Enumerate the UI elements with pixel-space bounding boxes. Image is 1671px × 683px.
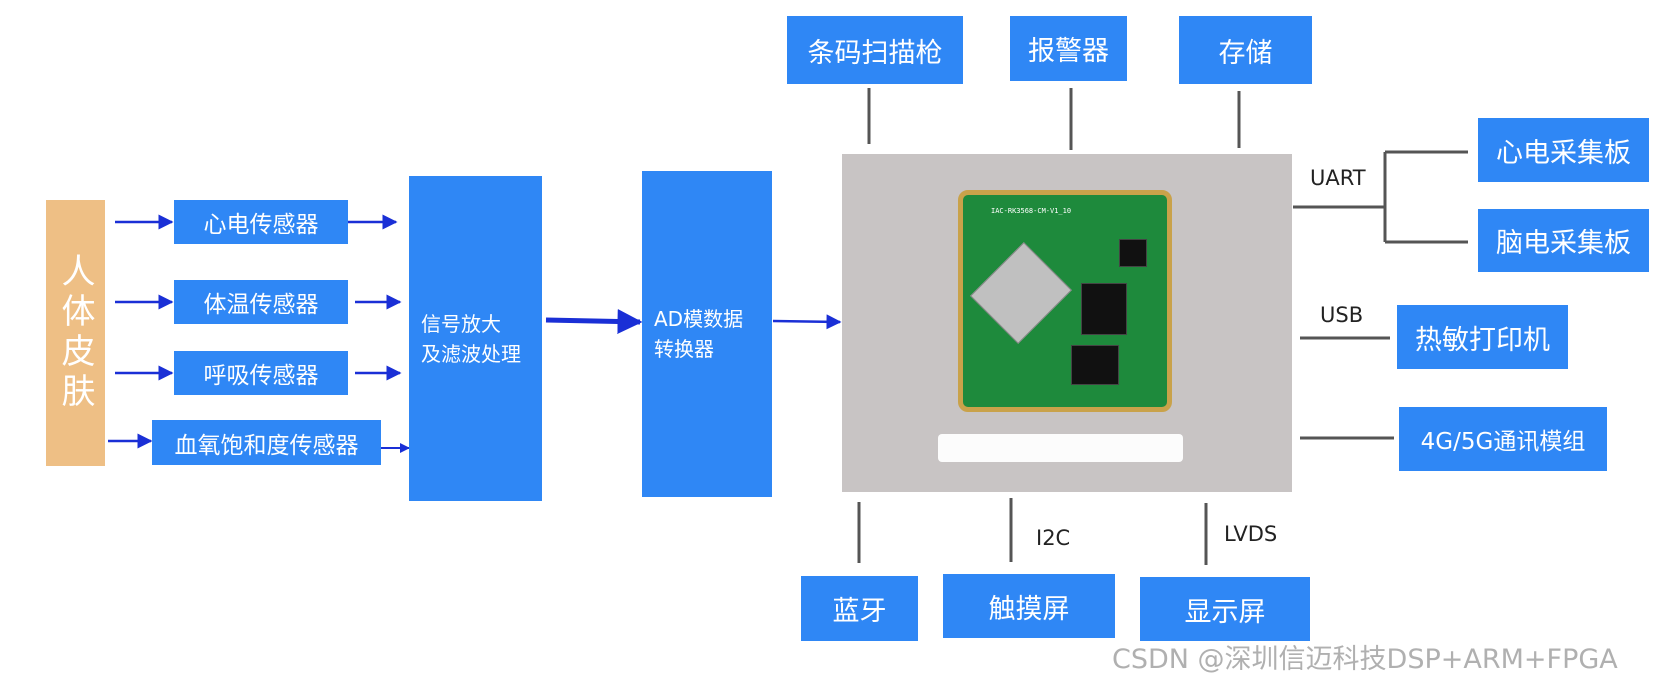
interface-label-usb: USB bbox=[1320, 303, 1364, 327]
adc-line-2: 转换器 bbox=[654, 337, 714, 361]
peripheral-barcode-scanner: 条码扫描枪 bbox=[787, 16, 963, 84]
pcb-silkscreen: IAC-RK3568-CM-V1_10 bbox=[991, 207, 1072, 215]
adc-line-1: AD模数据 bbox=[654, 307, 744, 331]
peripheral-thermal-printer: 热敏打印机 bbox=[1397, 305, 1568, 369]
interface-label-lvds: LVDS bbox=[1224, 522, 1278, 546]
peripheral-bluetooth: 蓝牙 bbox=[801, 576, 918, 641]
sensor-respiration: 呼吸传感器 bbox=[174, 351, 348, 395]
interface-label-uart: UART bbox=[1310, 166, 1366, 190]
peripheral-storage: 存储 bbox=[1179, 16, 1312, 84]
peripheral-eeg-board: 脑电采集板 bbox=[1478, 209, 1649, 272]
sensor-temperature: 体温传感器 bbox=[174, 280, 348, 324]
adc-block: AD模数据 转换器 bbox=[642, 171, 772, 497]
amplifier-filter-block: 信号放大 及滤波处理 bbox=[409, 176, 542, 501]
sensor-spo2: 血氧饱和度传感器 bbox=[152, 420, 381, 465]
peripheral-display: 显示屏 bbox=[1140, 577, 1310, 641]
peripheral-alarm: 报警器 bbox=[1010, 16, 1127, 81]
watermark: CSDN @深圳信迈科技DSP+ARM+FPGA bbox=[1112, 644, 1618, 675]
soc-chip bbox=[970, 242, 1072, 344]
peripheral-touchscreen: 触摸屏 bbox=[943, 574, 1115, 638]
pmic-chip bbox=[1119, 239, 1147, 267]
amplifier-line-2: 及滤波处理 bbox=[421, 341, 521, 366]
redacted-label bbox=[938, 434, 1183, 462]
memory-chip-2 bbox=[1071, 345, 1119, 385]
peripheral-ecg-board: 心电采集板 bbox=[1478, 118, 1649, 182]
arrow-amp-adc bbox=[545, 309, 643, 335]
arrow-adc-core bbox=[772, 314, 842, 330]
interface-label-i2c: I2C bbox=[1036, 526, 1071, 550]
amplifier-line-1: 信号放大 bbox=[421, 311, 501, 336]
peripheral-4g5g-module: 4G/5G通讯模组 bbox=[1399, 407, 1607, 471]
human-skin-block: 人体皮肤 bbox=[46, 200, 105, 466]
sensor-ecg: 心电传感器 bbox=[174, 200, 348, 244]
pcb-board-image: IAC-RK3568-CM-V1_10 bbox=[958, 190, 1172, 412]
memory-chip-1 bbox=[1081, 283, 1127, 335]
core-module-panel: IAC-RK3568-CM-V1_10 bbox=[842, 154, 1292, 492]
